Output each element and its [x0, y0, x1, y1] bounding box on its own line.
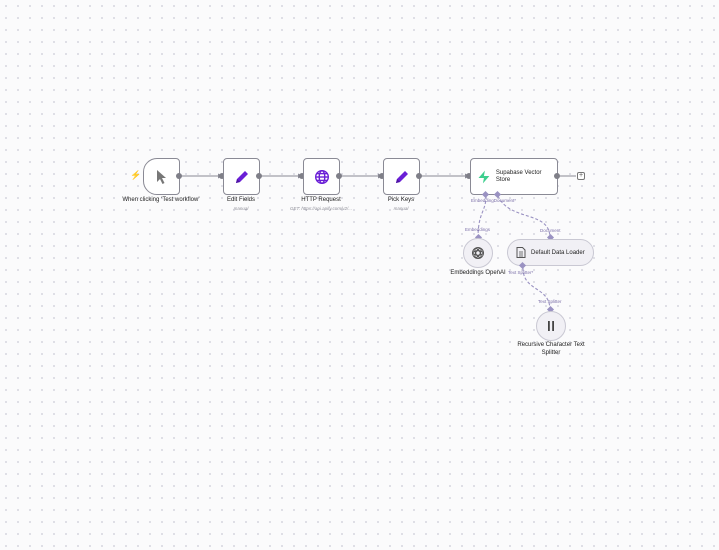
wire-loader-to-supabase[interactable] — [497, 195, 551, 239]
trigger-bolt-icon: ⚡ — [130, 170, 142, 180]
supabase-input-port[interactable] — [466, 173, 472, 179]
pick-keys-title: Pick Keys — [387, 197, 415, 203]
add-node-button[interactable]: + — [577, 172, 585, 180]
pick-keys-output-port[interactable] — [416, 173, 422, 179]
trigger-title: When clicking ‘Test workflow’ — [122, 197, 200, 203]
document-icon — [516, 247, 526, 258]
http-request-input-port[interactable] — [299, 173, 305, 179]
pick-keys-node[interactable] — [383, 158, 420, 195]
splitter-title: Recursive Character Text Splitter — [517, 342, 585, 356]
loader-port-label: Document — [540, 228, 561, 233]
edit-fields-node[interactable] — [223, 158, 260, 195]
embeddings-openai-node[interactable] — [463, 238, 493, 268]
supabase-bolt-icon — [478, 170, 490, 183]
globe-icon — [314, 169, 329, 184]
text-splitter-node[interactable] — [536, 311, 566, 341]
trigger-output-port[interactable] — [176, 173, 182, 179]
cursor-arrow-icon — [156, 169, 166, 184]
supabase-ports-label: EmbeddingDocument* — [471, 198, 517, 203]
http-request-output-port[interactable] — [336, 173, 342, 179]
split-bars-icon — [548, 321, 554, 331]
http-request-title: HTTP Request — [301, 197, 341, 203]
wire-embeddings-to-supabase[interactable] — [477, 195, 487, 239]
supabase-title: Supabase Vector Store — [495, 169, 542, 183]
embeddings-title: Embeddings OpenAI — [450, 270, 506, 276]
trigger-node[interactable] — [143, 158, 180, 195]
data-loader-title: Default Data Loader — [531, 249, 585, 256]
openai-knot-icon — [472, 247, 484, 259]
wire-splitter-to-loader[interactable] — [522, 267, 551, 311]
http-request-node[interactable] — [303, 158, 340, 195]
embeddings-port-label: Embeddings — [465, 227, 491, 232]
edit-fields-output-port[interactable] — [256, 173, 262, 179]
http-request-subtitle: GET: https://api.apify.com/v2/... — [289, 206, 353, 211]
pick-keys-input-port[interactable] — [379, 173, 385, 179]
edit-fields-title: Edit Fields — [226, 197, 255, 203]
edit-fields-subtitle: manual — [233, 206, 249, 211]
default-data-loader-node[interactable]: Default Data Loader — [507, 239, 594, 266]
pencil-icon — [235, 170, 248, 183]
edit-fields-input-port[interactable] — [219, 173, 225, 179]
pick-keys-subtitle: manual — [393, 206, 409, 211]
supabase-output-port[interactable] — [554, 173, 560, 179]
loader-bottom-port-label: Text Splitter* — [508, 270, 534, 275]
supabase-node[interactable]: Supabase Vector Store — [470, 158, 558, 195]
splitter-port-label: Text Splitter — [538, 299, 562, 304]
pencil-icon — [395, 170, 408, 183]
